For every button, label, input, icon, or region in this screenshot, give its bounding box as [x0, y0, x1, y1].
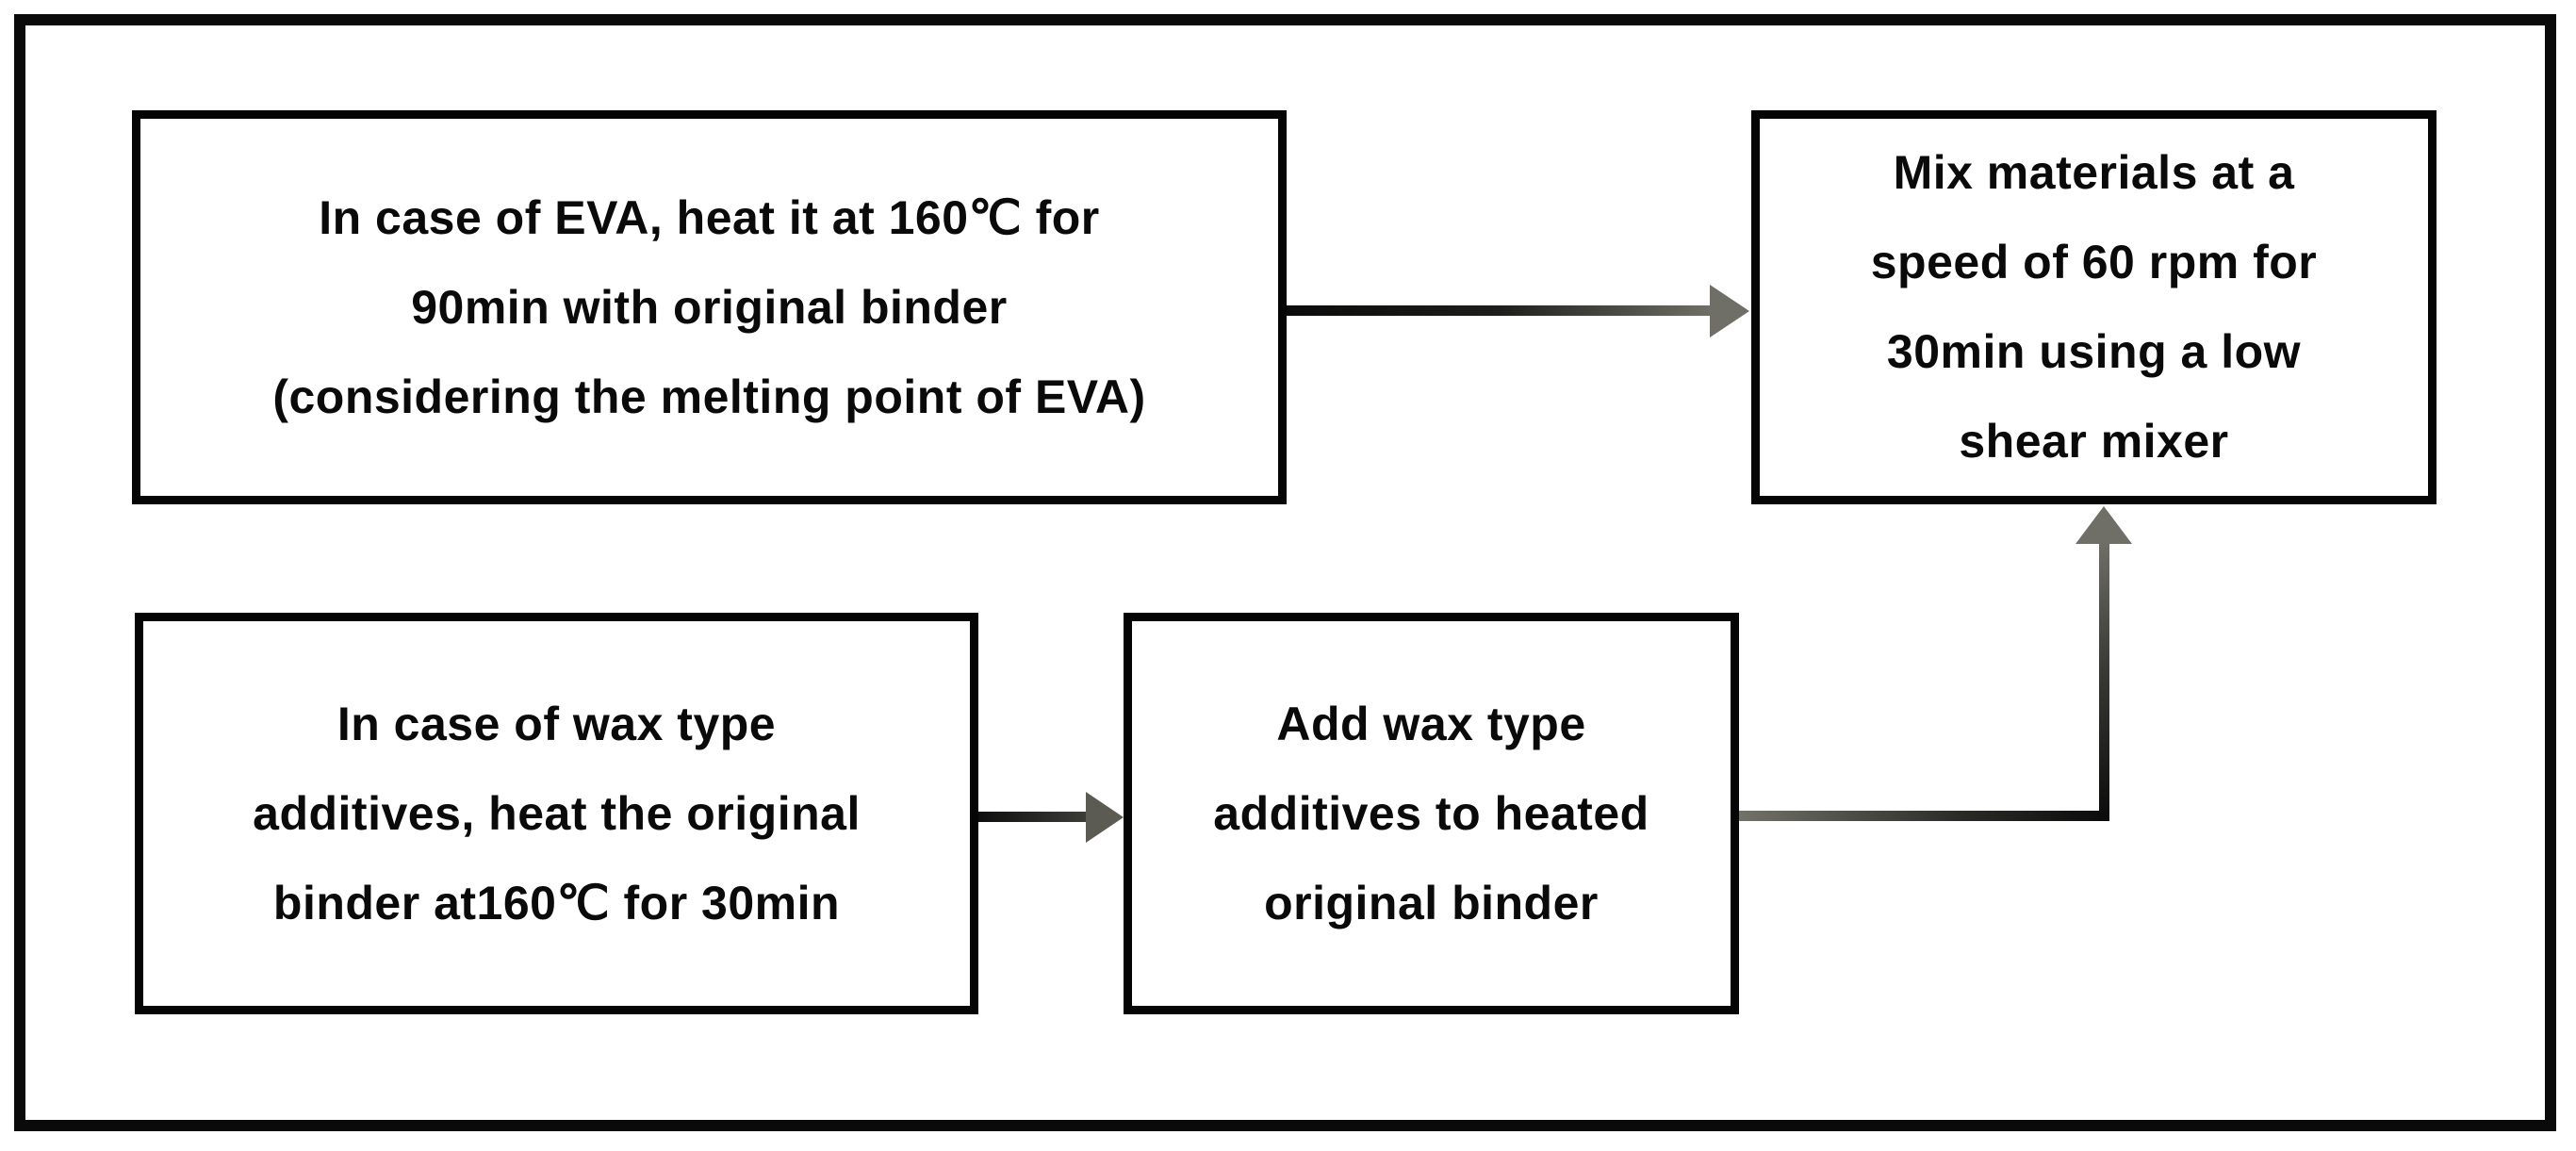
box-wax-adding: Add wax type additives to heated origina…	[1124, 613, 1739, 1014]
arrow-eva-to-mixing-arrowhead-icon	[1710, 285, 1749, 337]
connector-waxadding-to-mixing-horizontal	[1739, 811, 2109, 821]
box-mixing-text: Mix materials at a speed of 60 rpm for 3…	[1870, 146, 2318, 468]
arrow-eva-to-mixing-shaft	[1287, 305, 1710, 316]
box-eva-heating-text: In case of EVA, heat it at 160℃ for 90mi…	[272, 190, 1146, 423]
connector-waxadding-to-mixing-arrowhead-icon	[2076, 506, 2132, 544]
diagram-outer-border	[14, 14, 2556, 1131]
box-mixing: Mix materials at a speed of 60 rpm for 3…	[1751, 110, 2437, 504]
box-wax-adding-text: Add wax type additives to heated origina…	[1213, 697, 1649, 929]
box-eva-heating: In case of EVA, heat it at 160℃ for 90mi…	[132, 110, 1287, 504]
box-wax-heating-text: In case of wax type additives, heat the …	[253, 697, 861, 929]
box-wax-heating: In case of wax type additives, heat the …	[135, 613, 978, 1014]
arrow-waxheating-to-waxadding-arrowhead-icon	[1086, 792, 1124, 843]
connector-waxadding-to-mixing-vertical	[2099, 542, 2109, 821]
arrow-waxheating-to-waxadding-shaft	[978, 812, 1086, 822]
